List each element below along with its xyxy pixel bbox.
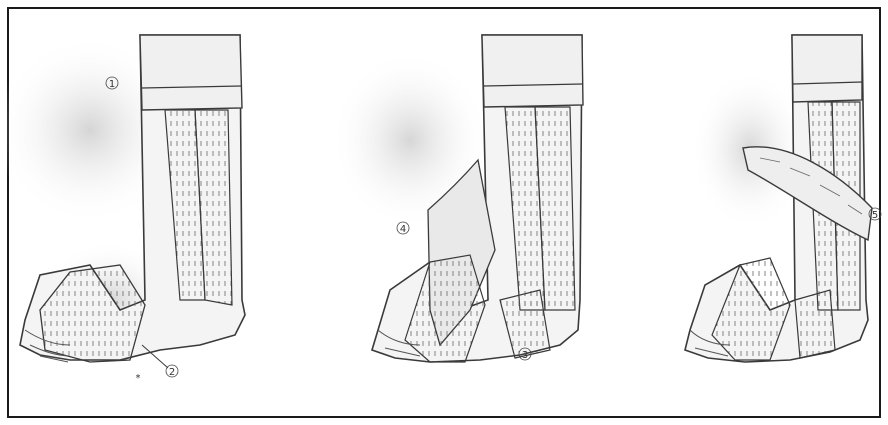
label-2: 2 <box>169 367 175 378</box>
panel-2-foot <box>330 35 583 362</box>
panel-3-foot <box>685 35 872 362</box>
label-4: 4 <box>400 224 406 235</box>
label-3: 3 <box>522 350 528 361</box>
panel-1-foot <box>0 35 245 368</box>
asterisk-mark: * <box>136 373 141 384</box>
label-1: 1 <box>109 79 115 90</box>
label-5: 5 <box>872 210 878 221</box>
